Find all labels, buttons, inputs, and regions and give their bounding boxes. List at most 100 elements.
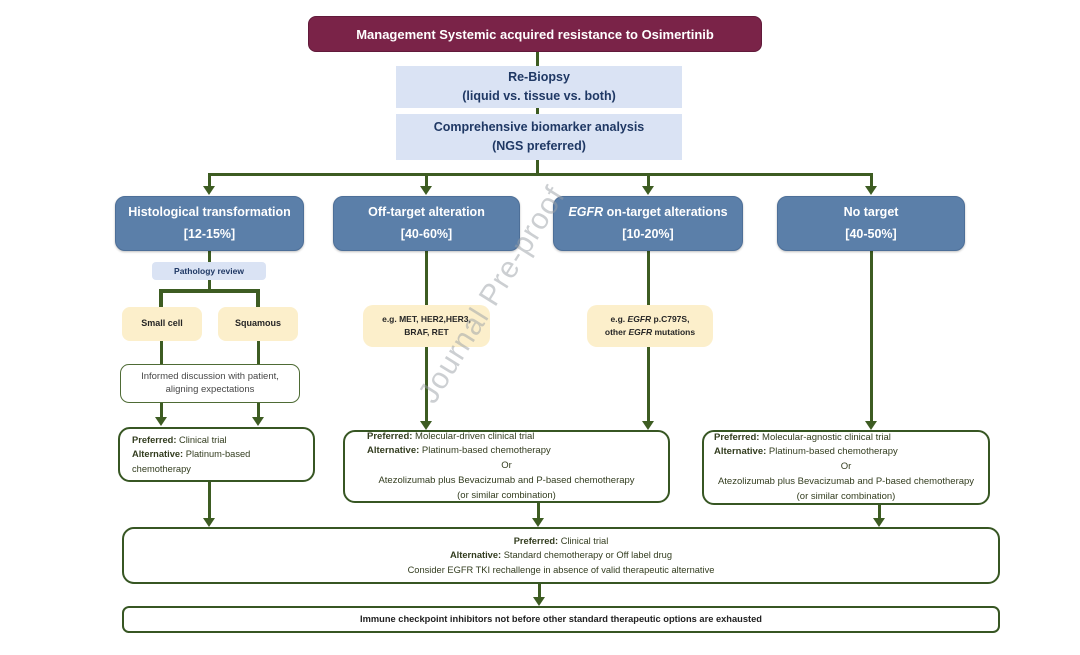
final-consider: Consider EGFR TKI rechallenge in absence… — [407, 564, 715, 575]
eg-egfr-prefix: e.g. — [610, 314, 628, 325]
connector-notarget-treatment — [870, 251, 873, 422]
drop-line-smallcell — [159, 289, 163, 307]
arrowhead-treatment1-final — [203, 518, 215, 527]
arrowhead-treatment2-final — [532, 518, 544, 527]
biomarker-line1: Comprehensive biomarker analysis — [433, 119, 645, 134]
pathology-review-box: Pathology review — [152, 262, 266, 280]
branch-ontarget-rate: [10-20%] — [622, 226, 674, 241]
alternative-value: Platinum-based chemotherapy — [766, 446, 898, 458]
drop-line-histological — [208, 173, 211, 187]
eg-egfr-line2-prefix: other — [604, 327, 629, 337]
drop-line-offtarget — [425, 173, 428, 187]
branch-histological: Histological transformation [12-15%] — [115, 196, 304, 251]
rebiopsy-line2: (liquid vs. tissue vs. both) — [462, 89, 616, 103]
eg-egfr-line2-rest: mutations — [652, 327, 696, 337]
alternative-value: Standard chemotherapy or Off label drug — [501, 550, 673, 561]
alternative-value: Platinum-based chemotherapy — [419, 445, 551, 457]
arrowhead-offtarget — [420, 186, 432, 195]
eg-egfr-line1: e.g. EGFR p.C797S, — [611, 313, 690, 326]
arrowhead-ontarget — [642, 186, 654, 195]
branch-offtarget-rate: [40-60%] — [400, 226, 453, 241]
arrowhead-treatment3-final — [873, 518, 885, 527]
branch-notarget-title: No target — [843, 205, 899, 220]
treatment-histological-box: Preferred: Clinical trial Alternative: P… — [118, 427, 315, 482]
eg-met-box: e.g. MET, HER2,HER3, BRAF, RET — [363, 305, 490, 347]
arrowhead-notarget-treatment — [865, 421, 877, 430]
eg-egfr-line2: other EGFR mutations — [605, 326, 695, 339]
rebiopsy-box: Re-Biopsy (liquid vs. tissue vs. both) — [396, 66, 682, 108]
squamous-label: Squamous — [234, 318, 281, 329]
treatment2-preferred: Preferred: Molecular-driven clinical tri… — [353, 430, 534, 445]
pathology-branch-horizontal — [159, 289, 260, 293]
drop-line-ontarget — [647, 173, 650, 187]
pathology-review-label: Pathology review — [174, 265, 244, 276]
arrow-line-treatment1-final — [208, 482, 211, 519]
treatment1-preferred: Preferred: Clinical trial — [132, 433, 227, 447]
ici-note-box: Immune checkpoint inhibitors not before … — [122, 606, 1000, 633]
branch-ontarget: EGFR on-target alterations [10-20%] — [553, 196, 743, 251]
branch-histological-rate: [12-15%] — [183, 226, 236, 241]
preferred-label: Preferred: — [513, 535, 559, 546]
preferred-value: Clinical trial — [558, 535, 609, 546]
connector-histological-pathology — [208, 251, 211, 262]
arrowhead-final-ici — [533, 597, 545, 606]
treatment2-alternative: Alternative: Platinum-based chemotherapy — [353, 444, 551, 459]
preferred-value: Molecular-driven clinical trial — [412, 430, 535, 442]
final-option-box: Preferred: Clinical trial Alternative: S… — [122, 527, 1000, 584]
branch-offtarget: Off-target alteration [40-60%] — [333, 196, 520, 251]
smallcell-box: Small cell — [122, 307, 202, 341]
treatment-molecular-box: Preferred: Molecular-driven clinical tri… — [343, 430, 670, 503]
arrowhead-offtarget-treatment — [420, 421, 432, 430]
treatment3-alternative: Alternative: Platinum-based chemotherapy — [710, 445, 898, 460]
eg-met-line1: e.g. MET, HER2,HER3, — [382, 314, 471, 325]
alternative-label: Alternative: — [132, 449, 184, 460]
final-preferred: Preferred: Clinical trial — [514, 534, 609, 548]
preferred-value: Clinical trial — [176, 434, 227, 445]
arrow-line-final-ici — [538, 584, 541, 598]
final-alternative: Alternative: Standard chemotherapy or Of… — [450, 548, 672, 562]
branch-notarget: No target [40-50%] — [777, 196, 965, 251]
treatment3-preferred: Preferred: Molecular-agnostic clinical t… — [710, 431, 891, 446]
biomarker-box: Comprehensive biomarker analysis (NGS pr… — [396, 114, 682, 160]
branch-ontarget-title: EGFR on-target alterations — [568, 202, 727, 223]
preferred-value: Molecular-agnostic clinical trial — [759, 431, 891, 443]
smallcell-label: Small cell — [141, 318, 183, 329]
arrow-line-treatment2-final — [537, 503, 540, 519]
treatment2-combo-note: (or similar combination) — [457, 489, 556, 501]
treatment3-combo-note: (or similar combination) — [796, 490, 896, 502]
informed-discussion-box: Informed discussion with patient, aligni… — [120, 364, 300, 403]
preferred-label: Preferred: — [714, 431, 760, 443]
drop-line-squamous — [256, 289, 260, 307]
arrow-line-informed-right — [257, 403, 260, 418]
branch-horizontal-line — [208, 173, 872, 176]
branch-ontarget-title-rest: on-target alterations — [603, 205, 728, 220]
preferred-label: Preferred: — [132, 434, 177, 445]
egfr-gene1-italic: EGFR — [627, 314, 652, 325]
branch-notarget-rate: [40-50%] — [845, 226, 897, 241]
informed-line2: aligning expectations — [165, 383, 255, 395]
connector-biomarker-branch — [536, 159, 539, 175]
arrowhead-informed-left — [155, 417, 167, 426]
connector-header-rebiopsy — [536, 52, 539, 67]
eg-egfr-line1-rest: p.C797S, — [651, 314, 690, 325]
arrow-line-treatment3-final — [878, 505, 881, 519]
arrowhead-ontarget-treatment — [642, 421, 654, 430]
connector-squamous-informed — [257, 341, 260, 364]
eg-egfr-box: e.g. EGFR p.C797S, other EGFR mutations — [587, 305, 713, 347]
egfr-gene2-italic: EGFR — [628, 327, 653, 337]
connector-pathology-branch — [208, 279, 211, 291]
header-title: Management Systemic acquired resistance … — [356, 26, 714, 42]
treatment2-or: Or — [501, 460, 512, 472]
drop-line-notarget — [870, 173, 873, 187]
biomarker-line2: (NGS preferred) — [492, 139, 586, 153]
branch-histological-title: Histological transformation — [128, 205, 291, 220]
egfr-gene-italic: EGFR — [568, 205, 604, 220]
alternative-label: Alternative: — [449, 550, 502, 561]
alternative-label: Alternative: — [714, 446, 767, 458]
connector-rebiopsy-biomarker — [536, 108, 539, 115]
arrowhead-histological — [203, 186, 215, 195]
rebiopsy-line1: Re-Biopsy — [508, 69, 570, 84]
branch-offtarget-title: Off-target alteration — [368, 205, 485, 220]
arrow-line-informed-left — [160, 403, 163, 418]
preferred-label: Preferred: — [367, 430, 413, 442]
